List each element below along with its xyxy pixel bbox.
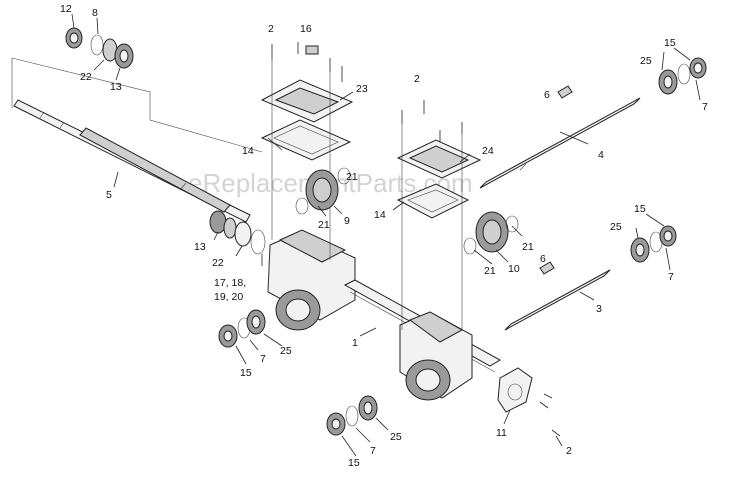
callout-label: 2: [268, 23, 274, 35]
callout-label: 19, 20: [214, 291, 243, 303]
callout-label: 7: [668, 271, 674, 283]
cover-plate-right: [396, 139, 482, 219]
cover-plate-left: [260, 79, 354, 161]
shaft-5: [11, 57, 263, 223]
callout-label: 21: [318, 219, 330, 231]
gearbox-housing-left: [267, 229, 356, 331]
callout-label: 7: [370, 445, 376, 457]
callout-label: 13: [110, 81, 122, 93]
callout-label: 7: [702, 101, 708, 113]
callout-label: 23: [356, 83, 368, 95]
callout-label: 5: [106, 189, 112, 201]
end-cover-11: [497, 367, 561, 437]
callout-label: 15: [240, 367, 252, 379]
bearing-group-mid-left: [218, 309, 266, 348]
callout-label: 13: [194, 241, 206, 253]
callout-label: 10: [508, 263, 520, 275]
callout-label: 2: [566, 445, 572, 457]
callout-label: 21: [346, 171, 358, 183]
callout-label: 4: [598, 149, 604, 161]
callout-label: 22: [80, 71, 92, 83]
callout-label: 21: [484, 265, 496, 277]
callout-label: 7: [260, 353, 266, 365]
callout-label: 8: [92, 7, 98, 19]
callout-label: 14: [242, 145, 254, 157]
callout-label: 21: [522, 241, 534, 253]
callout-label: 6: [540, 253, 546, 265]
shaft-4: [479, 85, 641, 189]
callout-label: 15: [634, 203, 646, 215]
callout-label: 12: [60, 3, 72, 15]
bearing-group-top-left: [65, 27, 134, 69]
bearing-group-mid-right: [630, 225, 677, 263]
shaft-3: [504, 261, 611, 331]
callout-label: 22: [212, 257, 224, 269]
callout-label: 15: [348, 457, 360, 469]
callout-label: 11: [496, 427, 507, 439]
callout-label: 2: [414, 73, 420, 85]
callout-label: 14: [374, 209, 386, 221]
callout-labels: 12 8 22 13 2 16 23 2 25 15 6 7 14 24 4 5…: [60, 3, 708, 469]
callout-label: 9: [344, 215, 350, 227]
bearing-group-top-right: [658, 57, 707, 95]
callout-label: 24: [482, 145, 494, 157]
callout-label: 1: [352, 337, 358, 349]
callout-label: 17, 18,: [214, 277, 246, 289]
callout-label: 3: [596, 303, 602, 315]
callout-label: 25: [390, 431, 402, 443]
gearbox-housing-right: [399, 311, 473, 401]
callout-label: 16: [300, 23, 312, 35]
bearing-group-shaft-5: [209, 210, 266, 255]
gear-10: [463, 211, 519, 255]
leader-lines: [71, 13, 701, 457]
bolts-left: [271, 42, 343, 260]
callout-label: 25: [280, 345, 292, 357]
callout-label: 25: [640, 55, 652, 67]
bolts-right: [401, 100, 463, 330]
callout-label: 25: [610, 221, 622, 233]
callout-label: 15: [664, 37, 676, 49]
bearing-group-bottom: [326, 395, 378, 436]
callout-label: 6: [544, 89, 550, 101]
gear-9: [295, 167, 351, 215]
